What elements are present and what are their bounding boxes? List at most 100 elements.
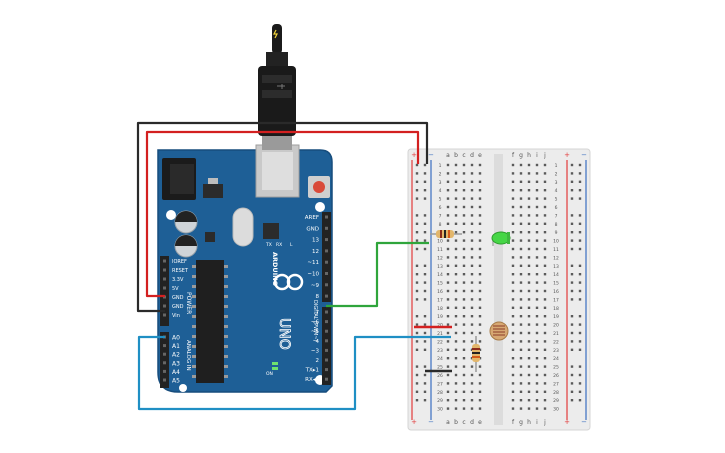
row-label: 25 [437,365,443,371]
row-label: 30 [437,407,443,413]
row-label: 12 [437,255,443,261]
row-label: 20 [437,323,443,329]
digital-pin-label: GND [306,226,319,232]
column-label: f [512,152,515,159]
row-label: 3 [439,180,442,186]
digital-pin-label: ~10 [307,272,319,278]
power-pin-label: GND [172,304,184,310]
row-label: 5 [439,197,442,203]
column-label: i [536,419,538,426]
rail-plus-label: + [564,418,570,426]
rail-minus-label: − [428,151,434,159]
digital-pin-label: ~9 [311,283,320,289]
digital-pin-label: RX◂0 [305,377,319,383]
row-label: 19 [553,314,559,320]
breadboard-holes[interactable] [415,163,582,410]
analog-header[interactable] [160,332,169,388]
capacitor-icon [174,210,198,234]
digital-header-low[interactable] [322,307,331,385]
photoresistor-icon[interactable] [489,321,509,341]
row-label: 8 [555,222,558,228]
row-label: 9 [555,230,558,236]
row-label: 16 [553,289,559,295]
power-pin-label: GND [172,295,184,301]
digital-header-high[interactable] [322,212,331,302]
row-label: 24 [437,356,443,362]
black-wire-gnd[interactable] [136,121,429,313]
row-label: 6 [439,205,442,211]
l-label: L [290,242,293,248]
row-label: 12 [553,255,559,261]
rx-label: RX [276,242,282,248]
row-label: 25 [553,365,559,371]
row-label: 30 [553,407,559,413]
row-label: 26 [437,373,443,379]
row-label: 15 [437,281,443,287]
rail-minus-label: − [581,418,587,426]
column-label: g [519,419,523,426]
row-label: 26 [553,373,559,379]
rail-minus-label: − [581,151,587,159]
row-label: 17 [437,297,443,303]
row-label: 2 [555,171,558,177]
row-label: 23 [437,348,443,354]
row-label: 7 [439,213,442,219]
row-label: 1 [555,163,558,169]
digital-pin-label: 12 [312,249,319,255]
column-label: b [454,419,458,426]
row-label: 10 [553,239,559,245]
column-label: h [527,152,531,159]
row-label: 22 [437,339,443,345]
mounting-hole [315,202,325,212]
usb-cable[interactable] [258,24,296,150]
row-label: 8 [439,222,442,228]
row-label: 6 [555,205,558,211]
row-label: 18 [437,306,443,312]
brand-label: ARDUINO [271,252,279,287]
red-wire-5v[interactable] [145,130,420,298]
row-label: 4 [439,188,442,194]
digital-pin-label: 13 [312,238,319,244]
row-label: 5 [555,197,558,203]
led-icon[interactable] [491,231,511,246]
row-label: 24 [553,356,559,362]
green-wire-pin8[interactable] [326,241,429,308]
digital-pin-label: AREF [305,215,319,221]
blue-wire-a0[interactable] [137,335,451,411]
row-label: 27 [553,381,559,387]
rail-plus-label: + [411,418,417,426]
row-label: 19 [437,314,443,320]
column-label: f [512,419,515,426]
on-label: ON [266,371,273,377]
rail-plus-label: + [564,151,570,159]
power-header[interactable] [160,256,169,326]
column-label: j [543,419,546,426]
row-label: 27 [437,381,443,387]
row-label: 2 [439,171,442,177]
row-label: 11 [437,247,443,253]
crystal-oscillator [232,207,254,247]
digital-pin-label: ~5 [311,329,320,335]
digital-pin-label: ~6 [311,320,320,326]
atmega-chip [196,260,224,383]
row-label: 28 [437,390,443,396]
column-label: e [478,152,482,159]
resistor-icon[interactable] [472,336,480,372]
analog-pin-label: A1 [172,343,180,350]
row-label: 14 [437,272,443,278]
resistor-icon[interactable] [430,230,462,238]
row-label: 11 [553,247,559,253]
column-label: d [470,152,474,159]
digital-section-label: DIGITAL (PWM~) [312,300,318,342]
analog-section-label: ANALOG IN [185,340,191,371]
column-label: h [527,419,531,426]
row-label: 13 [437,264,443,270]
column-label: e [478,419,482,426]
lightning-bolt-icon [273,29,278,39]
row-label: 7 [555,213,558,219]
arduino-logo-icon [273,273,304,291]
